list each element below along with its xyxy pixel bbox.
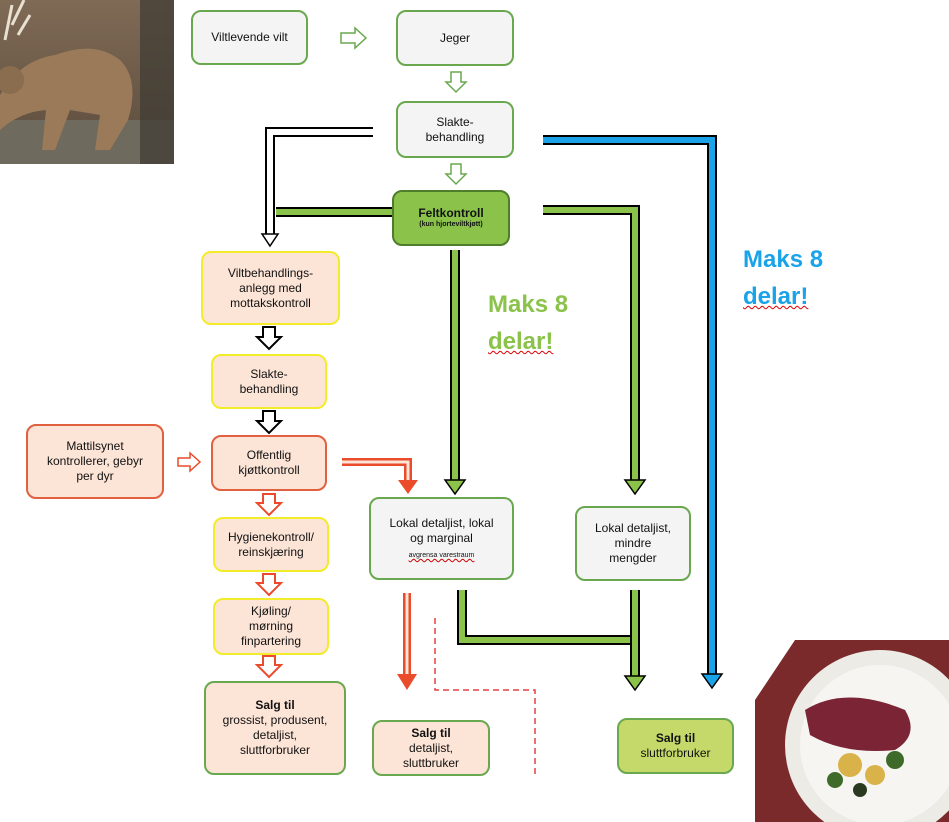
box-salg-detaljist: Salg til detaljist, sluttbruker [372,720,490,776]
box-lokal-detaljist-mindre: Lokal detaljist, mindre mengder [575,506,691,581]
box-salg-sluttforbruker: Salg til sluttforbruker [617,718,734,774]
green-limit-note-line1: Maks 8 [488,291,569,318]
box-offentlig-kjottkontroll: Offentlig kjøttkontroll [211,435,327,491]
box-lokal-detaljist-mindre-label: Lokal detaljist, mindre mengder [594,521,672,565]
box-hygienekontroll: Hygienekontroll/ reinskjæring [213,517,329,572]
deer-photo [0,0,174,164]
venison-dish-photo [755,640,949,822]
box-kjoling-label: Kjøling/ mørning finpartering [240,604,302,648]
box-salg-sluttforbruker-body: sluttforbruker [640,746,711,760]
blue-limit-note-line1: Maks 8 [743,246,824,273]
box-slaktebehandling-top-label: Slakte- behandling [425,114,485,144]
box-lokal-detaljist-marginal-label: Lokal detaljist, lokal og marginal [389,516,494,546]
box-slaktebehandling-left: Slakte- behandling [211,354,327,409]
box-salg-detaljist-body: detaljist, sluttbruker [402,740,460,770]
box-feltkontroll-subtitle: (kun hjorteviltkjøtt) [419,221,483,229]
box-feltkontroll: Feltkontroll (kun hjorteviltkjøtt) [392,190,510,246]
box-salg-grossist-title: Salg til [255,698,295,712]
box-viltlevende-vilt: Viltlevende vilt [191,10,308,65]
box-mattilsynet: Mattilsynet kontrollerer, gebyr per dyr [26,424,164,499]
box-mattilsynet-label: Mattilsynet kontrollerer, gebyr per dyr [46,439,144,483]
blue-limit-note-line2: delar! [743,283,809,311]
box-jeger-label: Jeger [439,30,471,45]
box-hygienekontroll-label: Hygienekontroll/ reinskjæring [227,529,315,559]
box-viltbehandlingsanlegg-label: Viltbehandlings- anlegg med mottakskontr… [227,265,314,310]
box-kjoling: Kjøling/ mørning finpartering [213,598,329,655]
box-lokal-detaljist-marginal: Lokal detaljist, lokal og marginal avgre… [369,497,514,580]
green-limit-note-line2: delar! [488,328,554,356]
box-salg-grossist-body: grossist, produsent, detaljist, sluttfor… [222,713,328,757]
box-viltbehandlingsanlegg: Viltbehandlings- anlegg med mottakskontr… [201,251,340,325]
box-slaktebehandling-left-label: Slakte- behandling [239,366,299,396]
box-lokal-detaljist-marginal-note: avgrensa varestraum [408,552,475,560]
green-limit-note: Maks 8 delar! [488,286,568,360]
box-salg-detaljist-title: Salg til [411,725,451,740]
box-slaktebehandling-top: Slakte- behandling [396,101,514,158]
box-jeger: Jeger [396,10,514,66]
box-salg-sluttforbruker-title: Salg til [655,731,696,745]
box-salg-grossist: Salg til grossist, produsent, detaljist,… [204,681,346,775]
box-offentlig-kjottkontroll-label: Offentlig kjøttkontroll [238,448,300,477]
box-feltkontroll-title: Feltkontroll [418,206,484,221]
blue-limit-note: Maks 8 delar! [743,241,823,315]
box-viltlevende-vilt-label: Viltlevende vilt [211,30,288,44]
